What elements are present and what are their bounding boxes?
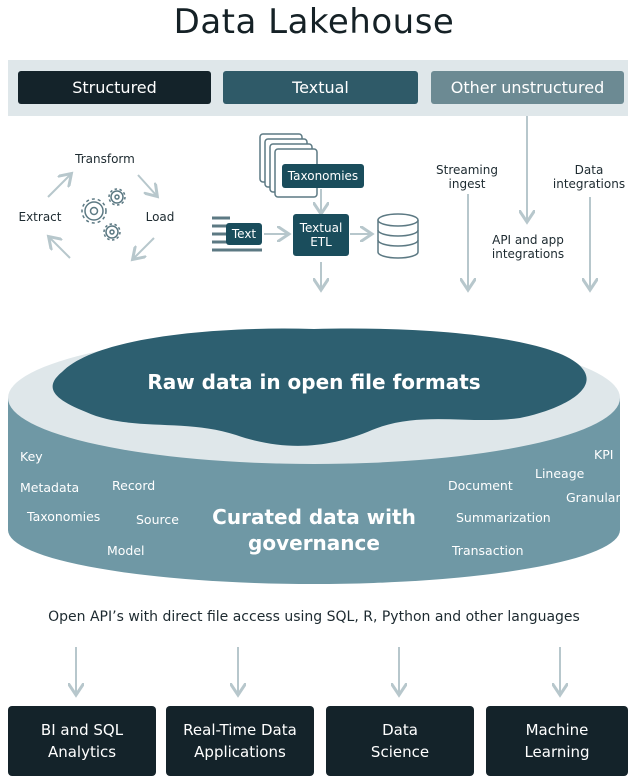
- raw-data-title: Raw data in open file formats: [147, 370, 481, 394]
- tag-granular: Granular: [566, 490, 621, 505]
- textual-etl-line1: Textual: [299, 221, 343, 235]
- open-api-text: Open API’s with direct file access using…: [48, 609, 580, 625]
- transform-load-arrow: [137, 174, 156, 195]
- taxonomies-box: Taxonomies: [282, 164, 364, 188]
- load-label: Load: [145, 210, 175, 224]
- tag-summarization: Summarization: [456, 510, 551, 525]
- tag-metadata: Metadata: [20, 480, 80, 495]
- tag-document: Document: [448, 478, 513, 493]
- load-cycle-arrow: [134, 237, 155, 258]
- transform-label: Transform: [75, 152, 135, 166]
- tag-taxonomies: Taxonomies: [27, 509, 101, 524]
- tag-model: Model: [107, 543, 145, 558]
- source-structured: Structured: [18, 71, 211, 104]
- extract-transform-arrow: [47, 175, 70, 198]
- raw-data-lake: [52, 328, 587, 446]
- tag-record: Record: [112, 478, 156, 493]
- tag-key: Key: [20, 449, 43, 464]
- extract-label: Extract: [18, 210, 62, 224]
- source-other-unstructured: Other unstructured: [431, 71, 624, 104]
- cycle-extract-arrow: [50, 238, 71, 259]
- source-textual: Textual: [223, 71, 418, 104]
- lake-cylinder: [8, 328, 620, 584]
- textual-etl-box: Textual ETL: [293, 214, 349, 256]
- tag-lineage: Lineage: [535, 466, 585, 481]
- database-icon: [377, 213, 419, 259]
- tag-kpi: KPI: [594, 447, 614, 462]
- gears-icon: [81, 188, 126, 241]
- page-title: Data Lakehouse: [173, 2, 455, 42]
- tag-source: Source: [136, 512, 179, 527]
- text-box: Text: [226, 223, 262, 245]
- textual-etl-line2: ETL: [310, 235, 332, 249]
- tag-transaction: Transaction: [452, 543, 524, 558]
